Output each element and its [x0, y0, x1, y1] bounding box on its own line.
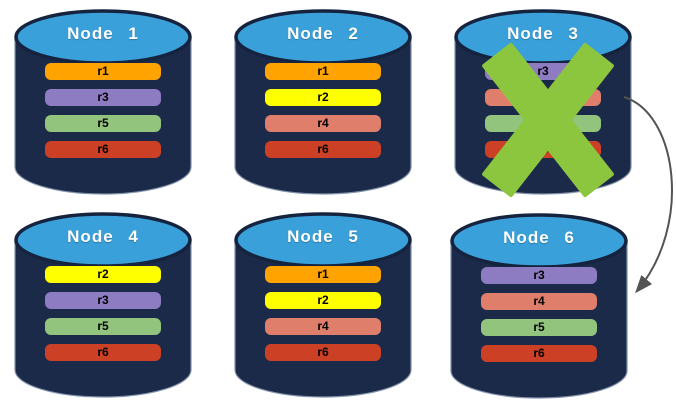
node-title: Node 6 — [503, 228, 575, 247]
replica-row: r2 — [265, 292, 381, 309]
replica-row: r5 — [45, 115, 161, 132]
node-2: Node 2 r1 r2 r4 r6 — [233, 5, 413, 199]
replica-row: r3 — [485, 63, 601, 80]
replica-row: r3 — [481, 267, 597, 284]
replica-row: r5 — [481, 319, 597, 336]
node-title: Node 5 — [287, 227, 359, 246]
replica-row: r6 — [45, 141, 161, 158]
replica-row: r6 — [481, 345, 597, 362]
replica-row: r1 — [265, 266, 381, 283]
node-1: Node 1 r1 r3 r5 r6 — [13, 5, 193, 199]
node-title: Node 2 — [287, 24, 359, 43]
node-title: Node 1 — [67, 24, 139, 43]
replica-row: r6 — [485, 141, 601, 158]
replica-row: r1 — [265, 63, 381, 80]
replica-row: r4 — [265, 318, 381, 335]
replica-row: r6 — [265, 344, 381, 361]
replica-row: r6 — [45, 344, 161, 361]
node-6: Node 6 r3 r4 r5 r6 — [449, 209, 629, 403]
node-title: Node 4 — [67, 227, 139, 246]
node-4: Node 4 r2 r3 r5 r6 — [13, 208, 193, 402]
replica-row: r4 — [265, 115, 381, 132]
replica-row: r2 — [265, 89, 381, 106]
replica-row: r5 — [45, 318, 161, 335]
node-3: Node 3 r3 r4 r5 r6 — [453, 5, 633, 199]
replica-row: r6 — [265, 141, 381, 158]
node-5: Node 5 r1 r2 r4 r6 — [233, 208, 413, 402]
replica-row: r4 — [485, 89, 601, 106]
replica-row: r1 — [45, 63, 161, 80]
replica-row: r2 — [45, 266, 161, 283]
replica-row: r5 — [485, 115, 601, 132]
replica-row: r3 — [45, 292, 161, 309]
replica-row: r4 — [481, 293, 597, 310]
node-title: Node 3 — [507, 24, 579, 43]
replica-row: r3 — [45, 89, 161, 106]
